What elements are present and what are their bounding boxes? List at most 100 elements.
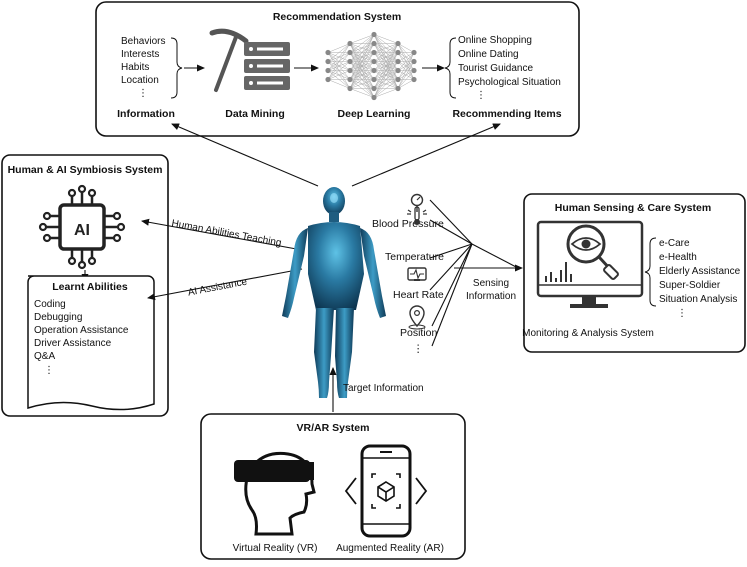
label-human-abilities-teaching: Human Abilities Teaching: [171, 218, 283, 249]
nn-node: [371, 58, 377, 65]
arrow-items-to-human: [351, 123, 501, 187]
nn-edge: [349, 52, 375, 89]
nn-edge: [397, 79, 415, 89]
nn-edge: [397, 70, 415, 89]
arrow-ai-assistance: [147, 268, 303, 301]
ability-item: Operation Assistance: [34, 325, 129, 336]
server-icon: [244, 42, 290, 90]
sensing-info-label-2: Information: [466, 291, 516, 302]
vr-caption: Virtual Reality (VR): [233, 543, 318, 554]
info-item: Behaviors: [121, 36, 165, 47]
nn-edge: [349, 34, 375, 80]
sensing-care-panel: Human Sensing & Care System Monitoring &…: [522, 193, 746, 353]
sensor-line: [429, 243, 473, 291]
ability-more: ⋮: [44, 365, 54, 376]
learnt-abilities-doc: [27, 275, 155, 411]
sensing-care-box: [523, 193, 746, 353]
vrar-box: [200, 413, 466, 560]
sensor-line: [429, 219, 473, 245]
nn-node: [371, 94, 377, 101]
stage-data-mining: Data Mining: [225, 108, 285, 120]
nn-edge: [349, 34, 375, 62]
nn-node: [411, 49, 417, 56]
monitor-caption: Monitoring & Analysis System: [522, 328, 654, 339]
nn-edge: [397, 52, 415, 89]
nn-edge: [349, 79, 375, 89]
ar-phone-icon: [344, 444, 428, 538]
nn-edge: [397, 52, 415, 71]
nn-edge: [373, 52, 399, 98]
arrow-human-abilities-teaching: [141, 218, 303, 251]
location-pin-icon: [408, 305, 426, 330]
nn-edge: [373, 34, 399, 44]
nn-edge: [349, 70, 375, 89]
nn-node: [325, 49, 331, 56]
heart-rate-monitor-icon: [407, 267, 427, 281]
nn-edge: [373, 61, 399, 98]
info-item: Location: [121, 75, 159, 86]
care-brace: [644, 237, 657, 307]
recommendation-title: Recommendation System: [273, 11, 401, 23]
ai-chip-label: AI: [74, 222, 90, 239]
nn-node: [395, 85, 401, 92]
care-item: e-Health: [659, 252, 697, 263]
nn-edge: [397, 52, 415, 62]
recommendation-system-panel: Recommendation System Behaviors Interest…: [95, 1, 580, 137]
sensor-line: [429, 199, 473, 245]
neural-network-icon: [325, 31, 417, 101]
nn-edge: [327, 79, 351, 89]
human-body-figure: [282, 187, 386, 398]
nn-node: [347, 40, 353, 47]
nn-node: [325, 67, 331, 74]
ar-caption: Augmented Reality (AR): [336, 543, 444, 554]
rec-item: Tourist Guidance: [458, 63, 533, 74]
ai-chip-icon: AI: [38, 184, 126, 270]
nn-node: [395, 49, 401, 56]
nn-edge: [373, 43, 399, 89]
sensing-care-title: Human Sensing & Care System: [555, 202, 711, 214]
nn-node: [395, 76, 401, 83]
items-brace: [444, 37, 457, 99]
nn-node: [347, 76, 353, 83]
bar-chart-icon: [545, 262, 572, 282]
nn-node: [371, 40, 377, 47]
stage-information: Information: [117, 108, 175, 120]
rec-item: Online Shopping: [458, 35, 532, 46]
nn-edge: [349, 43, 375, 89]
nn-edge: [373, 88, 399, 98]
info-item: Habits: [121, 62, 149, 73]
nn-node: [371, 67, 377, 74]
rec-more: ⋮: [476, 90, 486, 101]
nn-edge: [349, 34, 375, 71]
nn-edge: [373, 43, 399, 62]
care-item: Elderly Assistance: [659, 266, 741, 277]
vr-headset-icon: [234, 451, 316, 536]
label-ai-assistance: AI Assistance: [187, 276, 248, 298]
nn-edge: [327, 43, 351, 53]
sensors-group: Blood Pressure Temperature Heart Rate Po…: [372, 193, 523, 355]
nn-node: [371, 31, 377, 38]
sensor-line: [431, 243, 473, 327]
nn-edge: [373, 43, 399, 80]
nn-node: [325, 58, 331, 65]
vrar-panel: VR/AR System Virtual Reality (VR) Augmen…: [200, 413, 466, 560]
sensor-label: Position: [400, 327, 438, 339]
learnt-abilities-title: Learnt Abilities: [52, 281, 128, 293]
ability-item: Coding: [34, 299, 66, 310]
sensor-merge-line: [471, 243, 519, 269]
ability-item: Q&A: [34, 351, 55, 362]
nn-node: [347, 85, 353, 92]
nn-node: [371, 76, 377, 83]
nn-edge: [327, 43, 351, 62]
nn-edge: [349, 88, 375, 98]
ability-item: Driver Assistance: [34, 338, 112, 349]
nn-node: [371, 85, 377, 92]
nn-edge: [349, 34, 375, 44]
nn-node: [347, 49, 353, 56]
nn-edge: [327, 61, 351, 80]
nn-edge: [349, 61, 375, 89]
target-info-label: Target Information: [343, 383, 424, 394]
nn-edge: [373, 43, 399, 71]
